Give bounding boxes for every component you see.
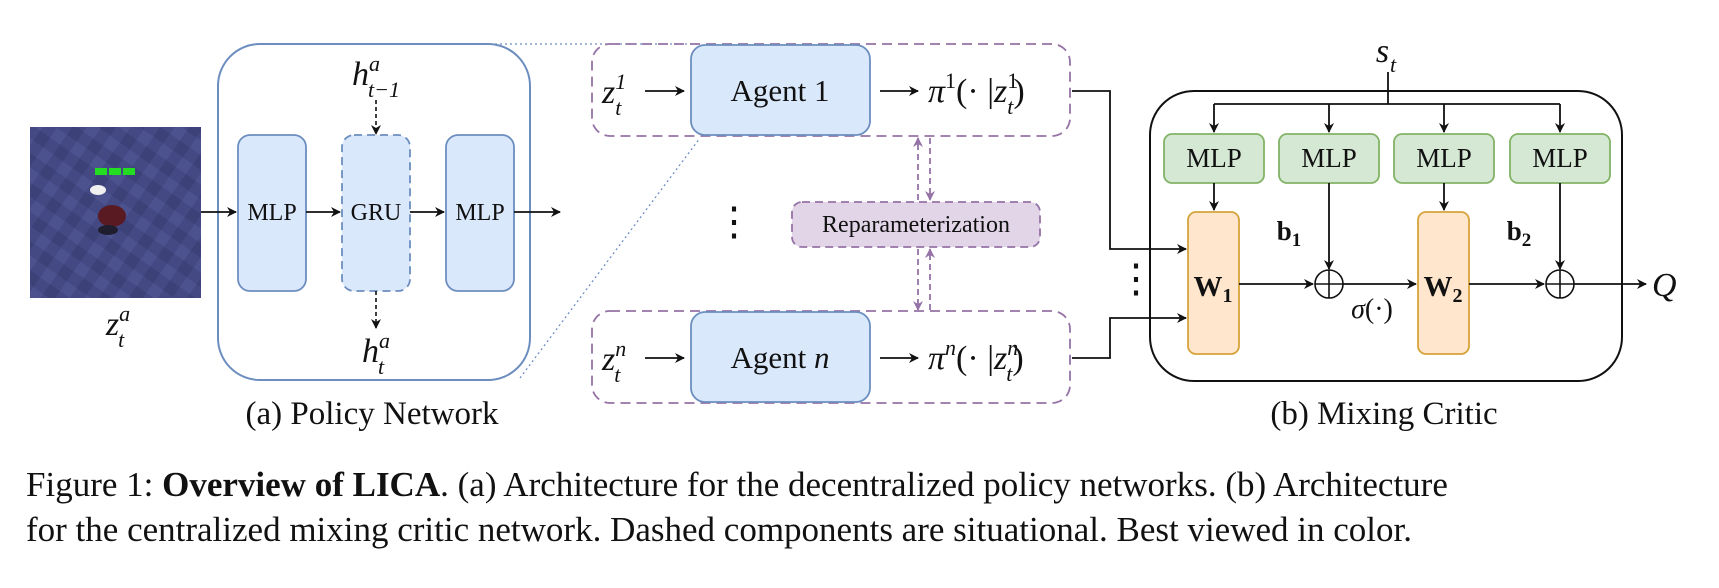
caption-prefix: Figure 1: [26,465,163,504]
caption-line-1-rest: . (a) Architecture for the decentralized… [440,465,1448,504]
connector-agent-1-w1 [1072,90,1187,254]
plus-node-2 [1545,269,1575,299]
critic-mlp-2: MLP [1278,133,1380,184]
critic-subcaption: (b) Mixing Critic [1270,396,1497,432]
agents-ellipsis: ⋮ [714,199,754,244]
policy-mlp-1-label: MLP [247,200,296,226]
mixing-critic-frame [1149,90,1623,382]
policy-mlp-1: MLP [237,134,307,292]
figure-caption: Figure 1: Overview of LICA. (a) Architec… [26,462,1706,552]
agent-n-label: Agent n [730,340,829,375]
policy-mlp-2-label: MLP [455,200,504,226]
agent-n-frame [591,310,1071,404]
critic-mlp-1-label: MLP [1186,143,1242,173]
critic-mlp-3: MLP [1393,133,1495,184]
plus-node-1 [1314,269,1344,299]
policy-gru-label: GRU [351,200,402,226]
agent-1-label: Agent 1 [730,73,829,108]
critic-mlp-4-label: MLP [1532,143,1588,173]
critic-mlp-4: MLP [1509,133,1611,184]
agent-n-box: Agent n [690,311,871,403]
caption-line-1: Figure 1: Overview of LICA. (a) Architec… [26,462,1706,507]
state-label: st [1376,33,1397,77]
w1-box: W1 [1187,211,1240,355]
game-observation-image [30,127,201,298]
q-output-label: Q [1652,267,1677,304]
policy-mlp-2: MLP [445,134,515,292]
critic-mlp-3-label: MLP [1416,143,1472,173]
reparameterization-box: Reparameterization [791,201,1041,248]
agent-1-box: Agent 1 [690,44,871,136]
connector-agent-n-w1 [1072,313,1187,359]
policy-subcaption: (a) Policy Network [246,396,499,432]
agent-1-frame [591,43,1071,137]
w2-box: W2 [1417,211,1470,355]
sigma-label: σ(·) [1351,294,1393,325]
b2-label: b2 [1507,216,1532,251]
critic-mlp-2-label: MLP [1301,143,1357,173]
critic-mlp-1: MLP [1163,133,1265,184]
reparameterization-label: Reparameterization [822,212,1010,238]
zoom-line-bottom [519,137,701,379]
caption-line-2: for the centralized mixing critic networ… [26,510,1412,549]
caption-bold-title: Overview of LICA [162,465,441,504]
b1-label: b1 [1277,216,1302,251]
policy-gru: GRU [341,134,411,292]
